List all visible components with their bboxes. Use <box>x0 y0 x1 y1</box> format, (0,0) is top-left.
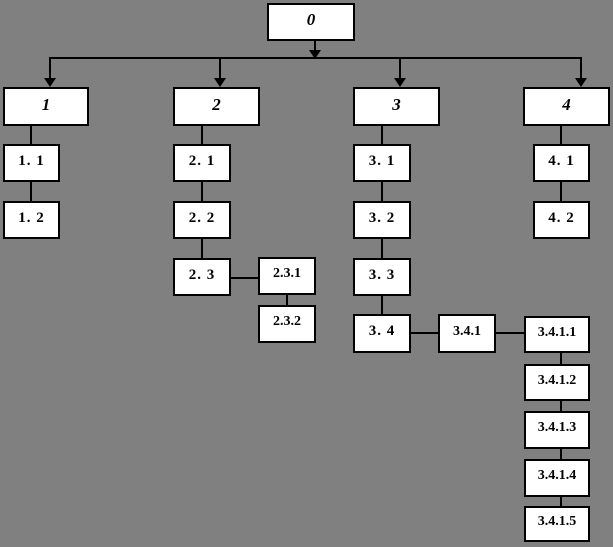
arrowhead-to-1 <box>44 78 56 87</box>
connector-0-to-trunk <box>314 41 316 51</box>
node-2-3-2: 2.3.2 <box>258 305 316 343</box>
node-3-4-1-3: 3.4.1.3 <box>524 411 590 449</box>
node-0: 0 <box>267 3 355 41</box>
node-3-4-1: 3.4.1 <box>438 314 496 353</box>
node-4-1: 4. 1 <box>533 144 590 182</box>
connector-3.4.1.4-to-3.4.1.5 <box>560 497 562 506</box>
connector-4.1-to-4.2 <box>560 182 562 201</box>
connector-2.1-to-2.2 <box>201 182 203 201</box>
arrowhead-0-to-trunk <box>309 50 321 59</box>
node-3: 3 <box>353 87 440 126</box>
node-2-3-1: 2.3.1 <box>258 257 316 295</box>
connector-3.4.1-to-3.4.1.1 <box>496 332 524 334</box>
node-3-4-1-1: 3.4.1.1 <box>524 316 590 353</box>
connector-3.1-to-3.2 <box>381 182 383 201</box>
connector-4-to-4.1 <box>560 126 562 144</box>
connector-3.2-to-3.3 <box>381 239 383 258</box>
arrowhead-to-4 <box>575 78 587 87</box>
connector-trunk-to-3 <box>399 57 401 79</box>
connector-3.4-to-3.4.1 <box>411 332 438 334</box>
connector-trunk-to-2 <box>219 57 221 79</box>
node-4-2: 4. 2 <box>533 201 590 239</box>
node-3-2: 3. 2 <box>353 201 411 239</box>
node-2-2: 2. 2 <box>173 201 231 239</box>
connector-3-to-3.1 <box>381 126 383 144</box>
connector-3.4.1.3-to-3.4.1.4 <box>560 449 562 459</box>
node-3-4-1-2: 3.4.1.2 <box>524 364 590 401</box>
node-2-1: 2. 1 <box>173 144 231 182</box>
connector-trunk-to-4 <box>580 57 582 79</box>
connector-2.3-to-2.3.1 <box>231 277 258 279</box>
node-1-2: 1. 2 <box>3 201 60 239</box>
connector-2.3.1-to-2.3.2 <box>286 295 288 305</box>
node-3-1: 3. 1 <box>353 144 411 182</box>
node-3-4-1-4: 3.4.1.4 <box>524 459 590 497</box>
arrowhead-to-2 <box>214 78 226 87</box>
connector-1-to-1.1 <box>30 126 32 144</box>
node-3-4-1-5: 3.4.1.5 <box>524 506 590 542</box>
node-3-3: 3. 3 <box>353 258 411 296</box>
node-1: 1 <box>3 87 89 126</box>
node-2-3: 2. 3 <box>173 258 231 296</box>
connector-3.4.1.1-to-3.4.1.2 <box>560 353 562 364</box>
node-2: 2 <box>173 87 260 126</box>
connector-trunk-to-1 <box>49 57 51 79</box>
arrowhead-to-3 <box>394 78 406 87</box>
connector-3.4.1.2-to-3.4.1.3 <box>560 401 562 411</box>
connector-2-to-2.1 <box>201 126 203 144</box>
connector-1.1-to-1.2 <box>30 182 32 201</box>
node-3-4: 3. 4 <box>353 314 411 353</box>
connector-3.3-to-3.4 <box>381 296 383 314</box>
trunk-line <box>49 57 582 59</box>
node-4: 4 <box>523 87 610 126</box>
node-1-1: 1. 1 <box>3 144 60 182</box>
connector-2.2-to-2.3 <box>201 239 203 258</box>
